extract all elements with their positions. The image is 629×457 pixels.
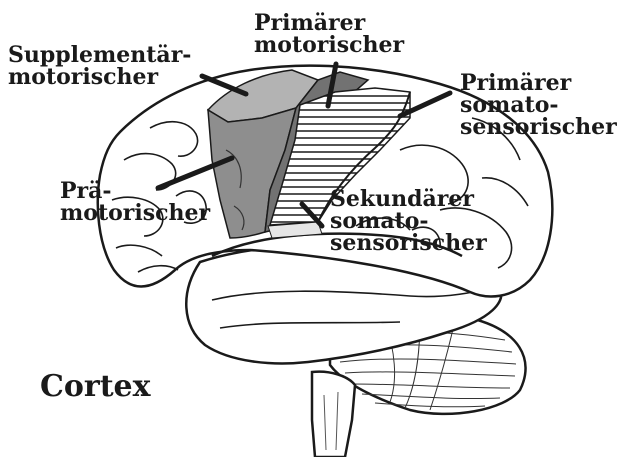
label-primary-somatosensory-line-1: Primärer (460, 72, 617, 94)
label-primary-somatosensory-line-2: somato- (460, 94, 617, 116)
label-premotor-line-1: Prä- (60, 180, 210, 202)
brainstem (312, 372, 355, 457)
label-supplementary-motor-line-2: motorischer (8, 66, 191, 88)
figure-title: Cortex (40, 372, 151, 402)
label-premotor-line-2: motorischer (60, 202, 210, 224)
label-supplementary-motor: Supplementär- motorischer (8, 44, 191, 88)
label-premotor: Prä- motorischer (60, 180, 210, 224)
label-secondary-somatosensory-line-1: Sekundärer (330, 188, 487, 210)
label-primary-somatosensory-line-3: sensorischer (460, 116, 617, 138)
label-primary-motor-line-1: Primärer (254, 12, 404, 34)
label-primary-motor: Primärer motorischer (254, 12, 404, 56)
label-secondary-somatosensory-line-2: somato- (330, 210, 487, 232)
label-supplementary-motor-line-1: Supplementär- (8, 44, 191, 66)
label-secondary-somatosensory: Sekundärer somato- sensorischer (330, 188, 487, 254)
label-primary-motor-line-2: motorischer (254, 34, 404, 56)
label-primary-somatosensory: Primärer somato- sensorischer (460, 72, 617, 138)
label-secondary-somatosensory-line-3: sensorischer (330, 232, 487, 254)
